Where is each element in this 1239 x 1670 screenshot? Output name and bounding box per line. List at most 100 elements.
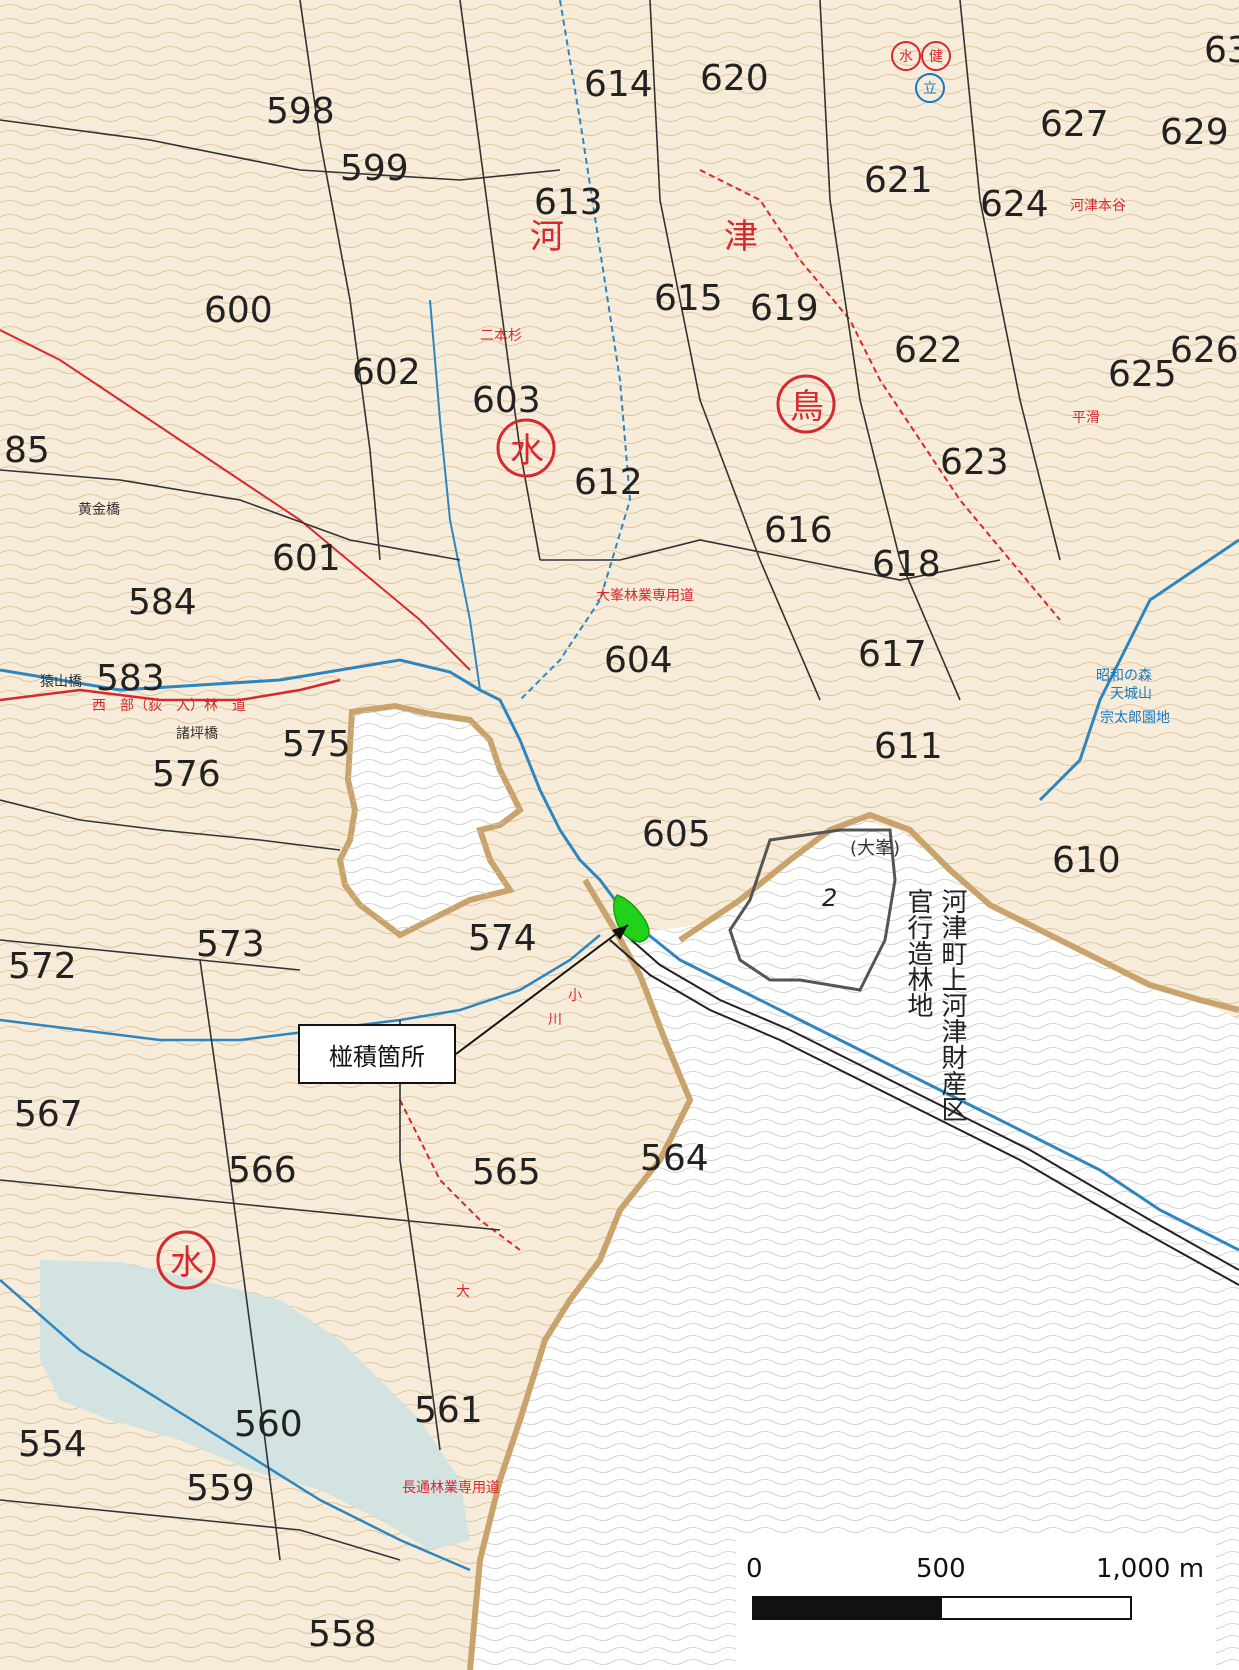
label-omine-rindo: 大峯林業専用道 — [596, 588, 694, 604]
label-kogane-bashi: 黄金橋 — [78, 501, 120, 518]
label-omine: (大峯) — [850, 838, 900, 859]
compartment-616: 616 — [764, 510, 833, 551]
compartment-623: 623 — [940, 442, 1009, 483]
compartment-2: 2 — [822, 884, 837, 912]
compartment-561: 561 — [414, 1390, 483, 1431]
forest-boundary-west — [467, 878, 694, 1670]
compartment-574: 574 — [468, 918, 537, 959]
compartment-572: 572 — [8, 946, 77, 987]
main-road-edge-2 — [609, 939, 1239, 1286]
scale-label-0: 0 — [746, 1554, 763, 1584]
main-river — [0, 658, 1239, 1252]
compartment-566: 566 — [228, 1150, 297, 1191]
compartment-583: 583 — [96, 658, 165, 699]
compartment-604: 604 — [604, 640, 673, 681]
compartment-598: 598 — [266, 91, 335, 132]
label-mizu-small: 水 — [899, 49, 913, 65]
compartment-617: 617 — [858, 634, 927, 675]
scale-label-500: 500 — [916, 1554, 966, 1584]
compartment-576: 576 — [152, 754, 221, 795]
compartment-554: 554 — [18, 1424, 87, 1465]
main-road-edge — [619, 929, 1239, 1271]
compartment-558: 558 — [308, 1614, 377, 1655]
east-river — [1038, 538, 1239, 802]
label-ogawa: 小 — [568, 988, 582, 1004]
compartment-627: 627 — [1040, 104, 1109, 145]
afforestation-outline — [728, 828, 897, 992]
compartment-585: 85 — [4, 430, 50, 471]
south-river — [0, 1279, 471, 1572]
shaded-compartment — [40, 1260, 470, 1550]
label-showa-forest: 昭和の森 — [1096, 668, 1152, 684]
label-tsu: 津 — [724, 217, 758, 257]
callout-arrowhead — [612, 925, 628, 940]
compartment-584: 584 — [128, 582, 197, 623]
label-morotsubo-bashi: 諸坪橋 — [176, 726, 218, 742]
ken-small-icon — [921, 41, 951, 71]
compartment-618: 618 — [872, 544, 941, 585]
label-hirasube: 平滑 — [1072, 409, 1100, 426]
label-sarayama-bashi: 猿山橋 — [40, 674, 82, 690]
compartment-626: 626 — [1170, 330, 1239, 371]
north-stream — [519, 0, 632, 701]
vertical-label-zaisanku: 河津町上河津財産区 — [937, 888, 967, 1122]
compartment-605: 605 — [642, 814, 711, 855]
compartment-614: 614 — [584, 64, 653, 105]
label-sotaro-park: 宗太郎園地 — [1100, 710, 1170, 726]
compartment-564: 564 — [640, 1138, 709, 1179]
label-ogawa-2: 川 — [548, 1012, 562, 1028]
mizu-small-icon — [891, 41, 921, 71]
label-ohira: 大 — [456, 1284, 470, 1300]
clearing-contours — [340, 706, 520, 935]
compartment-575: 575 — [282, 724, 351, 765]
compartment-565: 565 — [472, 1152, 541, 1193]
scale-bar: 0 500 1,000 m — [736, 1536, 1216, 1666]
compartment-625: 625 — [1108, 354, 1177, 395]
stockpile-callout: 椪積箇所 — [298, 1024, 456, 1084]
compartment-labels: 598 599 600 601 602 603 604 605 610 611 … — [4, 30, 1239, 1655]
label-mizu: 水 — [510, 431, 544, 471]
compartment-624: 624 — [980, 184, 1049, 225]
compartment-602: 602 — [352, 352, 421, 393]
mizu-circle-icon — [496, 418, 556, 478]
label-tachi-small: 立 — [923, 81, 937, 97]
nishibu-road-line — [0, 678, 341, 702]
stream-603 — [429, 299, 481, 691]
compartment-lines — [0, 0, 1061, 1561]
vertical-label-kankou: 官行造林地 — [903, 888, 933, 1018]
compartment-613: 613 — [534, 182, 603, 223]
scale-label-1000: 1,000 m — [1096, 1554, 1205, 1584]
label-kawa: 河 — [530, 217, 564, 257]
mizu-circle-icon-2 — [156, 1230, 216, 1290]
compartment-612: 612 — [574, 462, 643, 503]
compartment-567: 567 — [14, 1094, 83, 1135]
forest-boundary-east — [678, 811, 1239, 1013]
compartment-615: 615 — [654, 278, 723, 319]
compartment-573: 573 — [196, 924, 265, 965]
compartment-621: 621 — [864, 160, 933, 201]
compartment-601: 601 — [272, 538, 341, 579]
label-nihonsugi: 二本杉 — [480, 328, 522, 344]
compartment-603: 603 — [472, 380, 541, 421]
label-ken-small: 健 — [929, 49, 943, 65]
label-nagano-road: 長通林業専用道 — [402, 1480, 500, 1496]
scale-bar-black-segment — [754, 1598, 942, 1618]
tachi-small-icon — [915, 73, 945, 103]
label-mizu-2: 水 — [170, 1243, 204, 1283]
red-labels: 河 津 鳥 水 水 水 健 立 — [156, 41, 951, 1290]
label-amagi-yama: 天城山 — [1110, 686, 1152, 702]
compartment-611: 611 — [874, 726, 943, 767]
trail-line-1 — [699, 169, 1061, 621]
compartment-629: 629 — [1160, 112, 1229, 153]
compartment-559: 559 — [186, 1468, 255, 1509]
tori-circle-icon — [776, 374, 836, 434]
compartment-620: 620 — [700, 58, 769, 99]
callout-arrow-line — [455, 924, 629, 1055]
label-kawazu-hondani: 河津本谷 — [1070, 198, 1126, 214]
compartment-622: 622 — [894, 330, 963, 371]
compartment-600: 600 — [204, 290, 273, 331]
compartment-619: 619 — [750, 288, 819, 329]
place-labels: 黄金橋 猿山橋 西 部（荻 入）林 道 諸坪橋 昭和の森 天城山 宗太郎園地 (… — [40, 198, 1170, 1496]
